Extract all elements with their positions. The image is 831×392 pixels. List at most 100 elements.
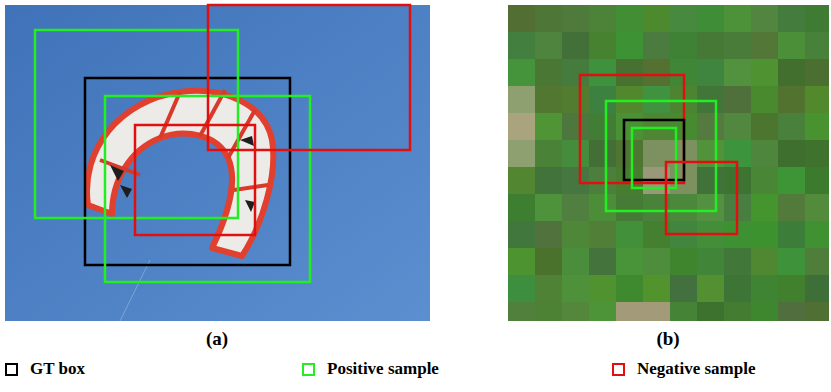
pixel [508,140,536,168]
pixel [778,221,806,249]
pixel [535,302,563,321]
pixel [778,113,806,141]
pixel [697,167,725,195]
pixel [589,248,617,276]
pixel [616,194,644,222]
pixel [589,140,617,168]
pixel [616,302,644,321]
legend-item: Negative sample [612,359,756,379]
pixel [751,59,779,87]
pixel [670,248,698,276]
pixel [589,221,617,249]
pixel [778,86,806,114]
pixel [616,275,644,303]
pixel [778,5,806,33]
pixel [805,194,829,222]
pixel [562,302,590,321]
pixel [562,194,590,222]
pixel [670,194,698,222]
pixel [508,302,536,321]
pixel [589,59,617,87]
pixel [616,221,644,249]
pixel [805,167,829,195]
bounding-boxes-b [580,75,737,234]
pixel [535,194,563,222]
pixel [805,248,829,276]
pixel [697,275,725,303]
pixel [724,32,752,60]
pixel [562,275,590,303]
pixel [562,248,590,276]
pixel [751,248,779,276]
pixel [616,32,644,60]
pixel [562,59,590,87]
pixel [562,167,590,195]
pixel [805,275,829,303]
pixel [724,86,752,114]
pixel [535,167,563,195]
pixel [724,248,752,276]
pixel [724,113,752,141]
pixel [643,59,671,87]
pixel [805,86,829,114]
pixel [589,5,617,33]
pixel [778,140,806,168]
pixel [508,194,536,222]
pixel [751,5,779,33]
pixel [805,5,829,33]
pixel [805,221,829,249]
pixel [751,275,779,303]
legend-item: Positive sample [302,359,439,379]
pixel [778,167,806,195]
pixel [535,113,563,141]
pixel [778,275,806,303]
pixel [697,32,725,60]
pixel [643,32,671,60]
pixel [535,140,563,168]
pixel [562,32,590,60]
pixel [751,221,779,249]
pixel [535,248,563,276]
pixel [589,275,617,303]
pixel [778,194,806,222]
pixel [508,86,536,114]
pixel [643,302,671,321]
pixel [643,5,671,33]
legend-swatch [302,363,315,376]
pixel [535,59,563,87]
pixel [508,113,536,141]
pixel [805,113,829,141]
kite-photo [5,5,430,321]
pixel [724,275,752,303]
pixel [616,59,644,87]
legend-text: GT box [30,359,85,379]
pixel [697,113,725,141]
pixel [697,194,725,222]
pixel [589,194,617,222]
pixel [805,59,829,87]
pixel [562,140,590,168]
pixel [562,221,590,249]
pixel [805,140,829,168]
pixel [751,302,779,321]
panel-label: (b) [656,328,679,350]
pixel [805,302,829,321]
pixel [535,32,563,60]
pixel [751,113,779,141]
pixel [562,5,590,33]
pixel [535,86,563,114]
pixel [724,302,752,321]
legend-swatch [5,363,18,376]
pixel [751,194,779,222]
pixel [643,275,671,303]
legend-item: GT box [5,359,85,379]
pixel [697,59,725,87]
pixel [616,140,644,168]
pixel [751,140,779,168]
pixel [508,221,536,249]
pixel [778,59,806,87]
pixel [778,32,806,60]
pixel [535,221,563,249]
pixel [535,5,563,33]
